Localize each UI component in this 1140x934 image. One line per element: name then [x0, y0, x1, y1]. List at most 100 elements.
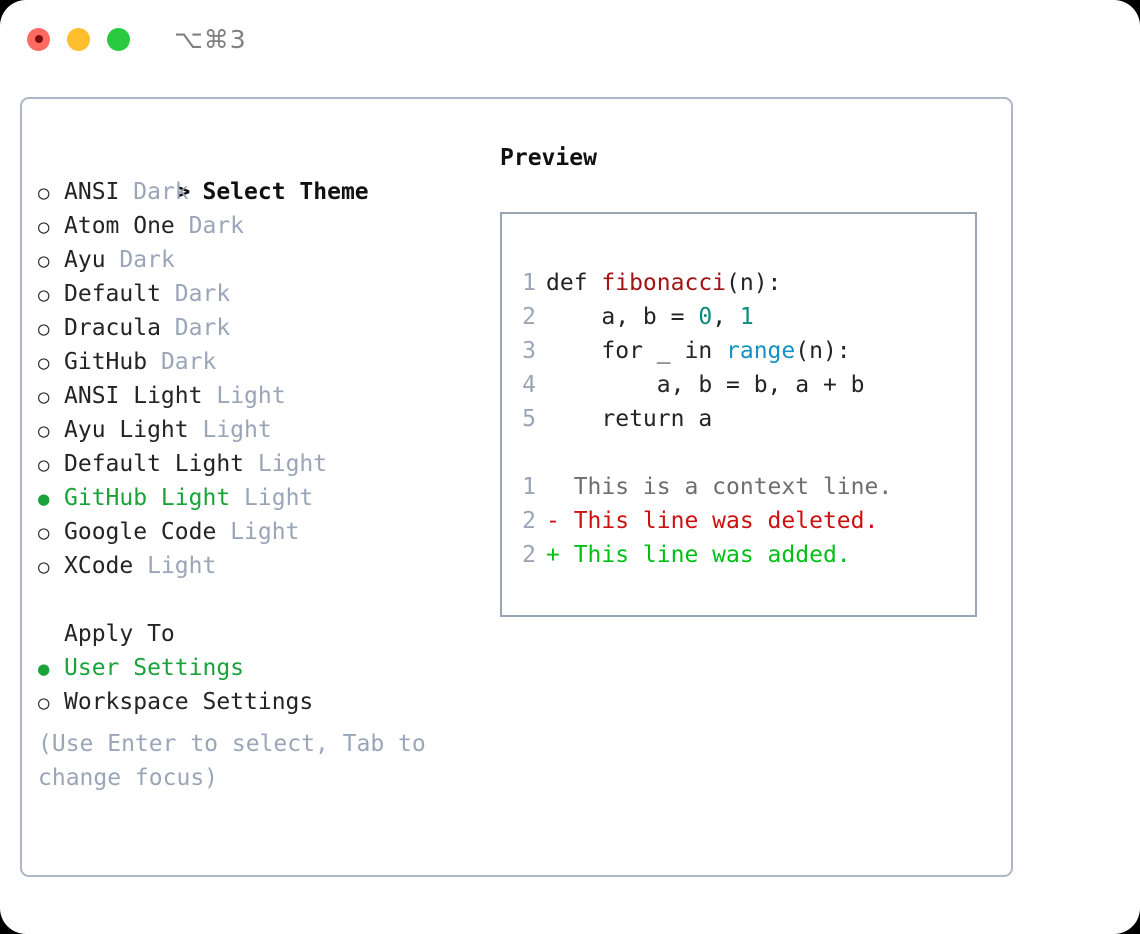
- radio-unselected-icon: [38, 549, 64, 584]
- code-line-text: a, b = 0, 1: [546, 300, 975, 334]
- theme-list-item[interactable]: Ayu Dark: [38, 243, 488, 277]
- code-line: 3 for _ in range(n):: [502, 334, 975, 368]
- radio-unselected-icon: [38, 311, 64, 346]
- apply-to-option-label: Workspace Settings: [64, 689, 314, 715]
- close-button-icon[interactable]: [27, 27, 50, 51]
- code-line: 1 def fibonacci(n):: [502, 266, 975, 300]
- theme-picker-column: >Select Theme ANSI DarkAtom One DarkAyu …: [38, 141, 488, 795]
- theme-item-label: Ayu: [64, 247, 106, 273]
- diff-sample: 1 This is a context line.2- This line wa…: [502, 470, 975, 572]
- code-token: fibonacci: [601, 270, 727, 296]
- theme-list-item[interactable]: ANSI Light Light: [38, 379, 488, 413]
- code-line-number: 4: [522, 372, 536, 398]
- radio-unselected-icon: [38, 413, 64, 448]
- code-line: 2 a, b = 0, 1: [502, 300, 975, 334]
- radio-unselected-icon: [38, 447, 64, 482]
- code-token: range: [726, 338, 796, 364]
- theme-item-variant: Dark: [174, 281, 231, 307]
- theme-item-variant: Dark: [188, 213, 245, 239]
- code-token: a, b =: [546, 304, 699, 330]
- code-token: return a: [546, 406, 713, 432]
- prompt-caret-icon: >: [176, 179, 191, 205]
- code-line-text: a, b = b, a + b: [546, 368, 975, 402]
- theme-item-variant: Light: [147, 553, 217, 579]
- page-title: Select Theme: [202, 179, 369, 205]
- theme-item-label: Default Light: [64, 451, 245, 477]
- code-line-text: for _ in range(n):: [546, 334, 975, 368]
- radio-selected-icon: [38, 481, 64, 516]
- theme-item-variant: Light: [244, 485, 314, 511]
- code-token: for _ in: [546, 338, 727, 364]
- theme-item-variant: Light: [257, 451, 328, 477]
- theme-item-label: Default: [64, 281, 161, 307]
- theme-list-item[interactable]: Atom One Dark: [38, 209, 488, 243]
- radio-unselected-icon: [38, 243, 64, 278]
- theme-item-variant: Dark: [160, 349, 217, 375]
- theme-item-label: Ayu Light: [64, 417, 189, 443]
- code-line-number: 3: [522, 338, 536, 364]
- theme-item-variant: Dark: [133, 179, 189, 205]
- theme-picker-header: > Select Theme: [38, 141, 488, 205]
- diff-line-number: 2: [522, 508, 536, 534]
- keyboard-hint: (Use Enter to select, Tab to change focu…: [38, 731, 440, 791]
- theme-item-variant: Dark: [119, 247, 175, 273]
- theme-item-label: XCode: [64, 553, 134, 579]
- diff-line-text: - This line was deleted.: [546, 508, 879, 534]
- theme-list-item[interactable]: XCode Light: [38, 549, 488, 583]
- code-line: 4 a, b = b, a + b: [502, 368, 975, 402]
- theme-list-item[interactable]: Dracula Dark: [38, 311, 488, 345]
- apply-to-title: Apply To: [64, 621, 175, 647]
- maximize-button-icon[interactable]: [107, 27, 130, 51]
- code-token: 1: [739, 304, 754, 330]
- apply-to-option[interactable]: Workspace Settings: [38, 685, 488, 719]
- apply-to-option[interactable]: User Settings: [38, 651, 488, 685]
- diff-line-number: 2: [522, 542, 536, 568]
- code-line-text: def fibonacci(n):: [546, 266, 975, 300]
- radio-unselected-icon: [38, 345, 64, 380]
- code-token: a, b = b, a + b: [546, 372, 865, 398]
- theme-list-item[interactable]: GitHub Dark: [38, 345, 488, 379]
- diff-line-number: 1: [522, 474, 536, 500]
- theme-list-item[interactable]: Google Code Light: [38, 515, 488, 549]
- minimize-button-icon[interactable]: [67, 27, 90, 51]
- theme-list-item[interactable]: ANSI Dark: [38, 175, 488, 209]
- theme-list-item[interactable]: Ayu Light Light: [38, 413, 488, 447]
- theme-item-label: ANSI: [64, 179, 120, 205]
- radio-unselected-icon: [38, 379, 64, 414]
- radio-unselected-icon: [38, 277, 64, 312]
- list-spacer: [38, 583, 488, 617]
- main-panel: >Select Theme ANSI DarkAtom One DarkAyu …: [20, 97, 1013, 877]
- window-titlebar: ⌥⌘3: [0, 0, 1140, 78]
- theme-list-item[interactable]: Default Light Light: [38, 447, 488, 481]
- code-token: def: [546, 270, 602, 296]
- apply-to-option-label: User Settings: [64, 655, 245, 681]
- radio-unselected-icon: [38, 209, 64, 244]
- window-shortcut-label: ⌥⌘3: [174, 24, 247, 54]
- diff-line: 2 + This line was added.: [502, 538, 975, 572]
- theme-item-label: GitHub: [64, 349, 148, 375]
- theme-item-variant: Light: [202, 417, 272, 443]
- code-token: (n):: [726, 270, 782, 296]
- code-line: 5 return a: [502, 402, 975, 436]
- code-line-text: return a: [546, 402, 975, 436]
- theme-list-item[interactable]: GitHub Light Light: [38, 481, 488, 515]
- theme-list-item[interactable]: Default Dark: [38, 277, 488, 311]
- code-line-number: 1: [522, 270, 536, 296]
- code-token: 0: [698, 304, 713, 330]
- theme-item-label: Atom One: [64, 213, 175, 239]
- theme-item-variant: Dark: [174, 315, 231, 341]
- theme-item-label: Google Code: [64, 519, 217, 545]
- diff-line-text: + This line was added.: [546, 542, 851, 568]
- theme-item-variant: Light: [216, 383, 286, 409]
- theme-list: ANSI DarkAtom One DarkAyu DarkDefault Da…: [38, 175, 488, 583]
- code-line-number: 2: [522, 304, 536, 330]
- code-line-number: 5: [522, 406, 536, 432]
- radio-unselected-icon: [38, 175, 64, 210]
- code-diff-spacer: [502, 436, 975, 470]
- code-token: ,: [712, 304, 740, 330]
- theme-item-label: GitHub Light: [64, 485, 231, 511]
- radio-unselected-icon: [38, 515, 64, 550]
